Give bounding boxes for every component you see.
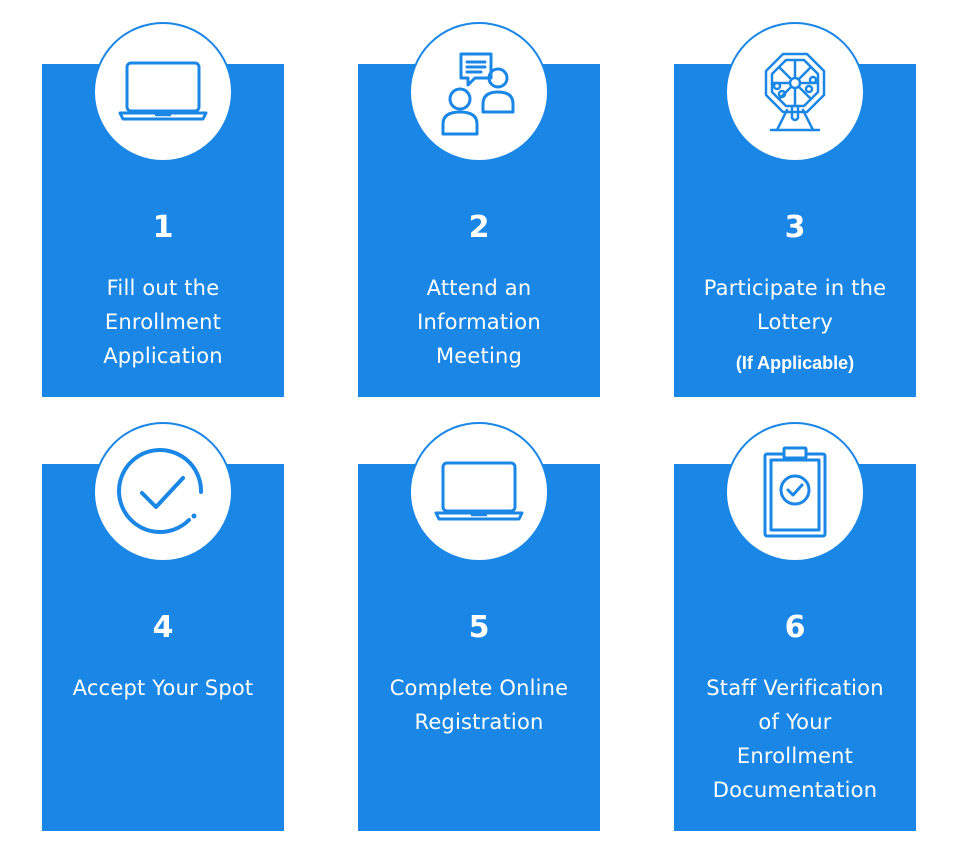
step-description-line: Complete Online (389, 676, 569, 700)
laptop-icon (118, 61, 208, 121)
step-description-line: Registration (414, 710, 544, 734)
step-number: 5 (468, 610, 490, 645)
step-description: Fill out the Enrollment Application (42, 271, 284, 373)
step-description: Attend an Information Meeting (358, 271, 600, 373)
step-description: Complete Online Registration (358, 671, 600, 739)
lottery-wheel-icon (764, 52, 826, 132)
step-description-line: Application (103, 344, 223, 368)
step-number: 6 (784, 610, 806, 645)
step-description-line: Staff Verification (706, 676, 884, 700)
step-card-3: 3 Participate in the Lottery (If Applica… (674, 64, 916, 397)
step-description-line: of Your (758, 710, 832, 734)
step-description: Accept Your Spot (42, 671, 284, 705)
step-description-line: Meeting (435, 344, 523, 368)
step-description: Participate in the Lottery (674, 271, 916, 339)
step-description-line: Lottery (756, 310, 834, 334)
step-description-line: Accept Your Spot (72, 676, 254, 700)
step-icon-circle-5 (409, 422, 549, 562)
step-icon-circle-6 (725, 422, 865, 562)
check-circle-icon (117, 448, 204, 534)
step-number: 4 (152, 610, 174, 645)
step-description-line: Fill out the (106, 276, 220, 300)
step-description-line: Enrollment (736, 744, 854, 768)
step-icon-circle-1 (93, 22, 233, 162)
step-icon-circle-4 (93, 422, 233, 562)
step-description: Staff Verification of Your Enrollment Do… (674, 671, 916, 807)
clipboard-check-icon (763, 446, 827, 538)
step-note: (If Applicable) (735, 353, 855, 373)
meeting-people-icon (441, 52, 515, 136)
step-number: 1 (152, 210, 174, 245)
step-description-line: Participate in the (703, 276, 887, 300)
step-icon-circle-2 (409, 22, 549, 162)
step-description-line: Attend an (426, 276, 532, 300)
step-icon-circle-3 (725, 22, 865, 162)
laptop-icon (434, 461, 524, 521)
step-description-line: Enrollment (104, 310, 222, 334)
step-number: 2 (468, 210, 490, 245)
step-description-line: Information (417, 310, 541, 334)
step-description-line: Documentation (712, 778, 878, 802)
step-number: 3 (784, 210, 806, 245)
